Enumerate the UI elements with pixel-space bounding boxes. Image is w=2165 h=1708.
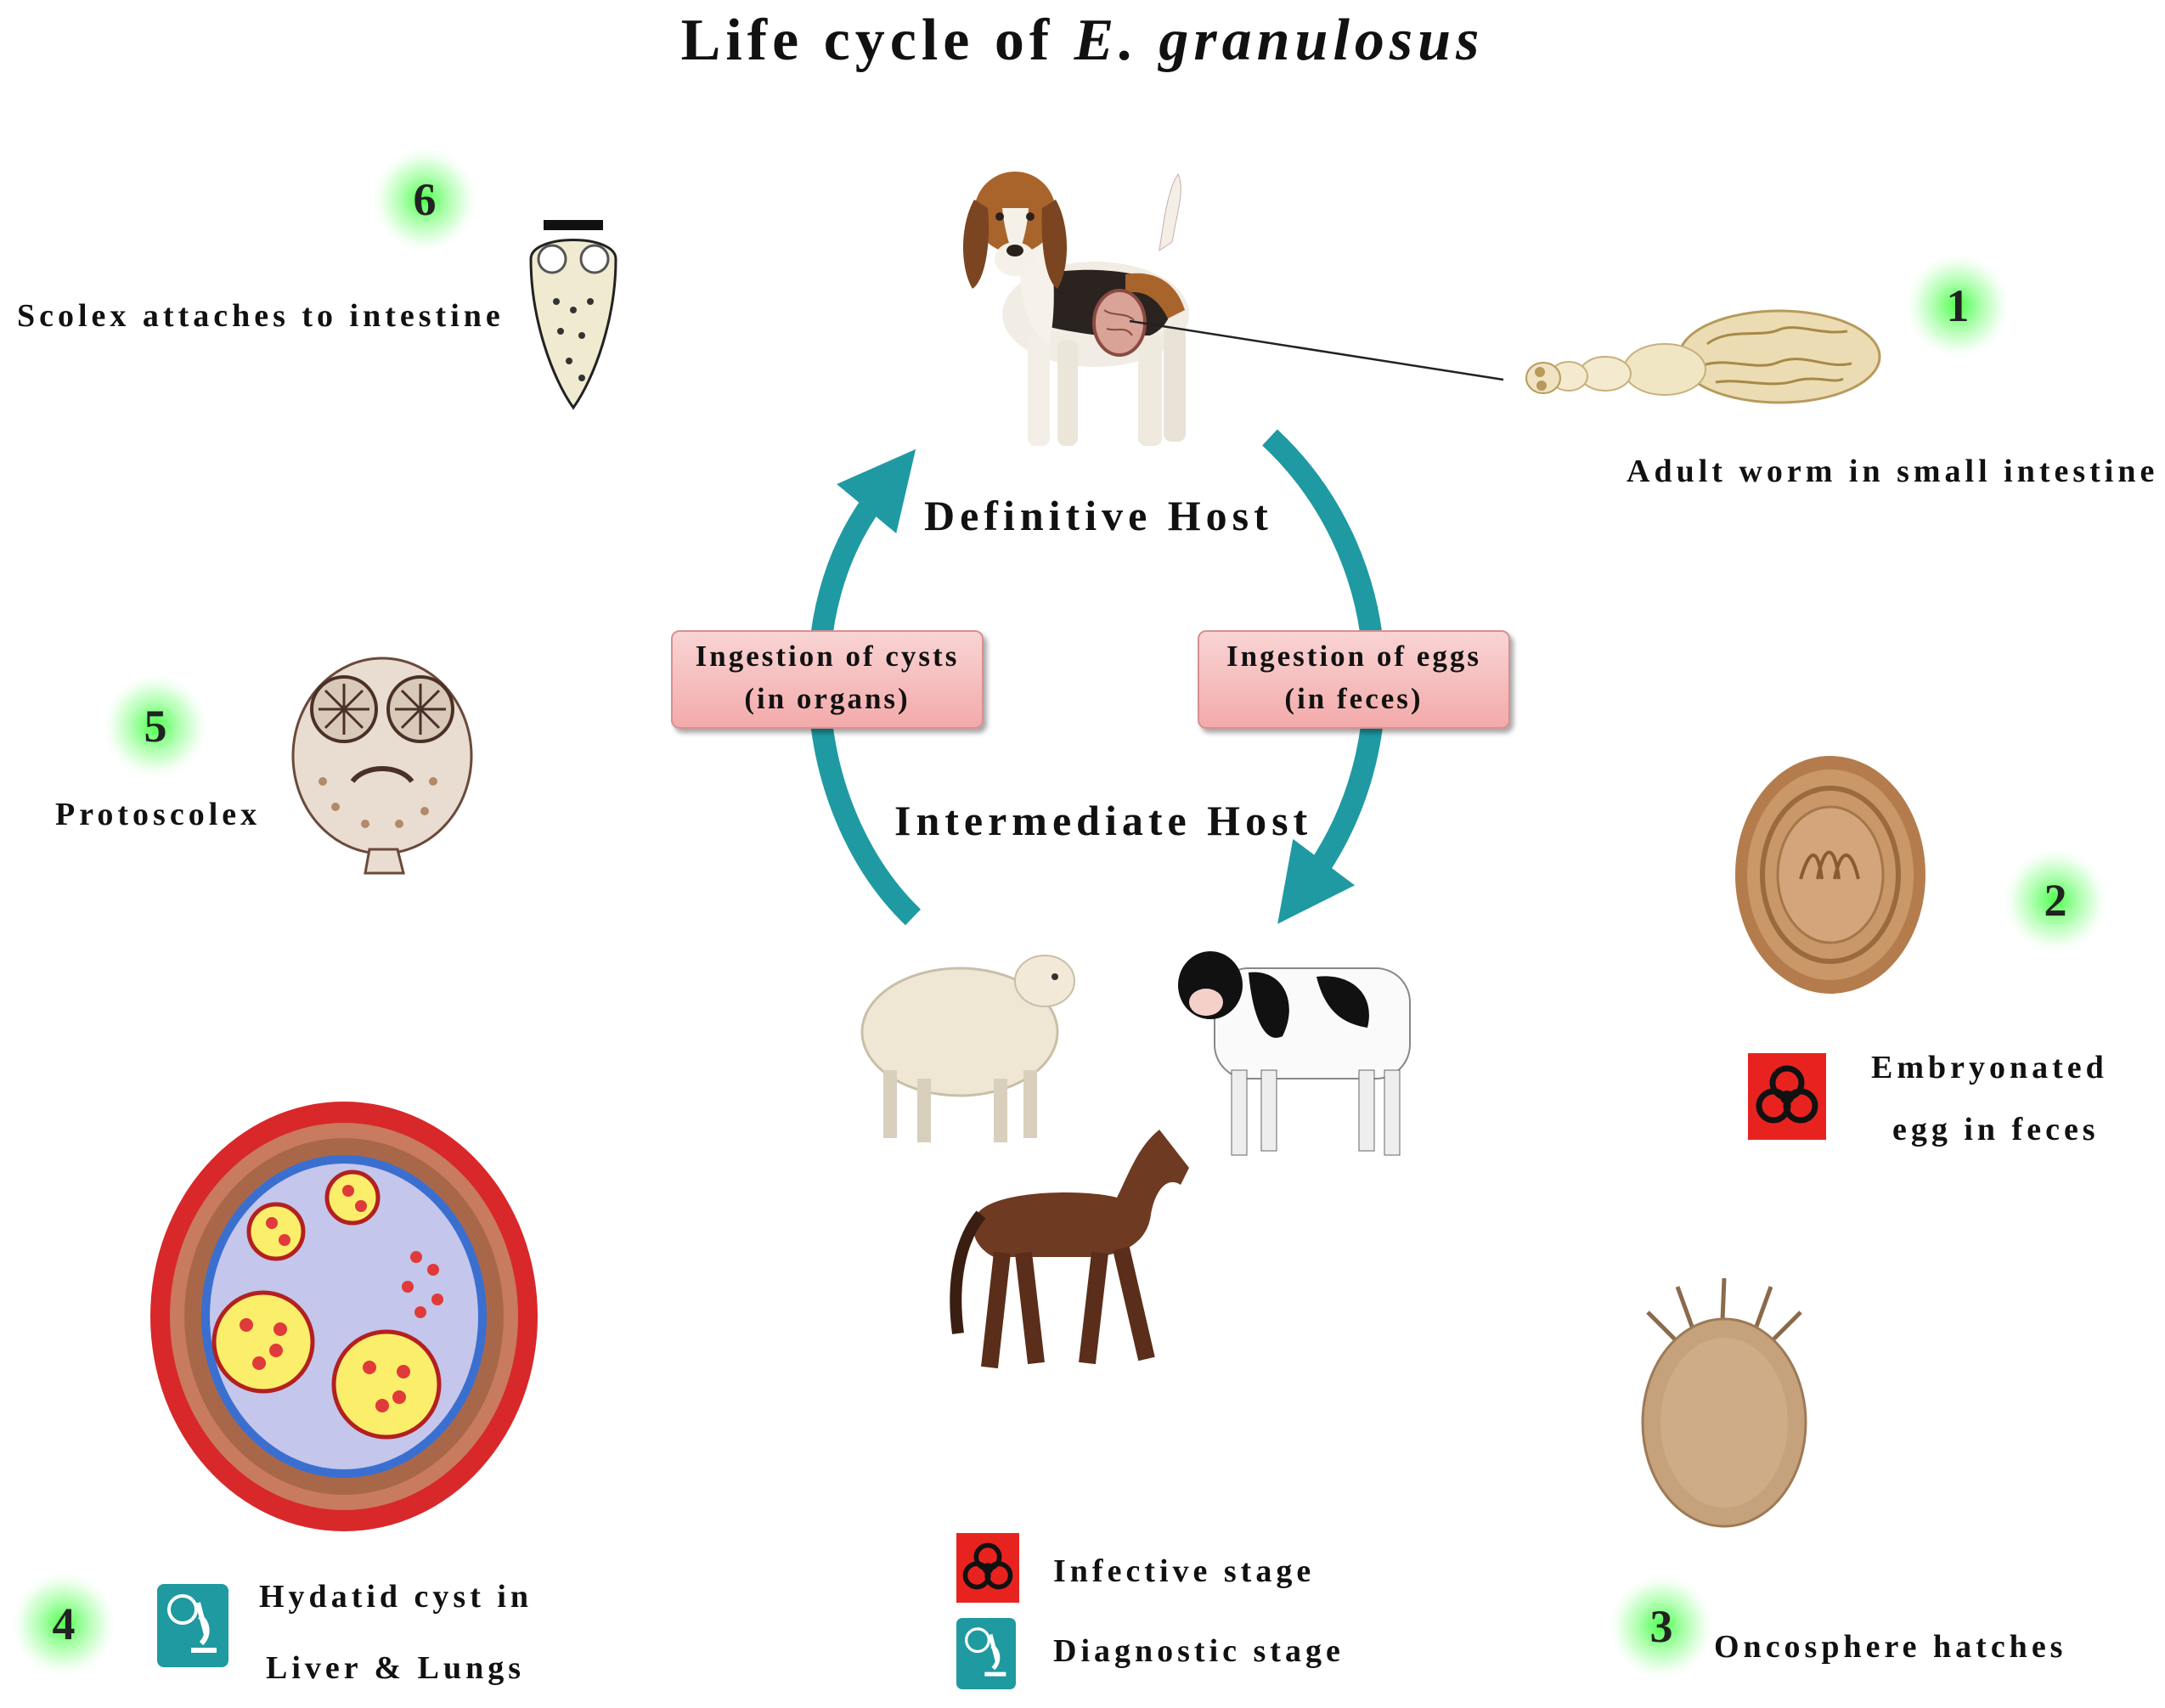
dog-illustration: [962, 172, 1189, 446]
biohazard-icon: [1748, 1053, 1826, 1140]
horse-illustration: [950, 1130, 1189, 1369]
ingestion-eggs-box: Ingestion of eggs (in feces): [1198, 630, 1510, 729]
ingestion-cysts-box: Ingestion of cysts (in organs): [671, 630, 984, 729]
stage-number-1: 1: [1907, 255, 2009, 357]
stage-number-3: 3: [1610, 1576, 1712, 1677]
stage-label-2-line2: egg in feces: [1892, 1112, 2100, 1147]
ingestion-cysts-line1: Ingestion of cysts: [695, 640, 960, 673]
stage-number-6: 6: [374, 149, 476, 251]
embryonated-egg-illustration: [1735, 756, 1925, 994]
ingestion-cysts-line2: (in organs): [744, 682, 911, 715]
stage-label-4-line1: Hydatid cyst in: [259, 1579, 533, 1615]
scolex-illustration: [529, 220, 617, 410]
definitive-host-label: Definitive Host: [924, 492, 1273, 539]
ingestion-eggs-line2: (in feces): [1284, 682, 1424, 715]
cow-illustration: [1178, 951, 1411, 1156]
legend-diagnostic-label: Diagnostic stage: [1053, 1633, 1345, 1669]
sheep-illustration: [860, 955, 1075, 1142]
oncosphere-illustration: [1641, 1277, 1807, 1528]
stage-label-4-line2: Liver & Lungs: [266, 1650, 526, 1686]
title-species: E. granulosus: [1074, 8, 1485, 73]
legend-microscope-icon: [956, 1618, 1016, 1689]
diagram-title: Life cycle of E. granulosus: [0, 7, 2165, 75]
legend-biohazard-icon: [956, 1533, 1019, 1603]
stage-number-2: 2: [2004, 849, 2106, 951]
adult-worm-illustration: [1525, 309, 1881, 404]
legend-infective-label: Infective stage: [1053, 1553, 1316, 1589]
protoscolex-illustration: [291, 657, 473, 875]
stage-label-6: Scolex attaches to intestine: [17, 298, 505, 334]
intermediate-host-label: Intermediate Host: [894, 797, 1313, 844]
stage-number-4: 4: [13, 1573, 115, 1675]
stage-label-3: Oncosphere hatches: [1714, 1629, 2067, 1665]
stage-label-1: Adult worm in small intestine: [1627, 454, 2159, 489]
microscope-icon: [157, 1584, 228, 1667]
stage-number-5: 5: [104, 675, 206, 777]
ingestion-eggs-line1: Ingestion of eggs: [1226, 640, 1481, 673]
stage-label-2-line1: Embryonated: [1871, 1050, 2108, 1085]
title-prefix: Life cycle of: [680, 8, 1074, 73]
stage-label-5: Protoscolex: [55, 797, 262, 832]
hydatid-cyst-illustration: [150, 1102, 538, 1531]
